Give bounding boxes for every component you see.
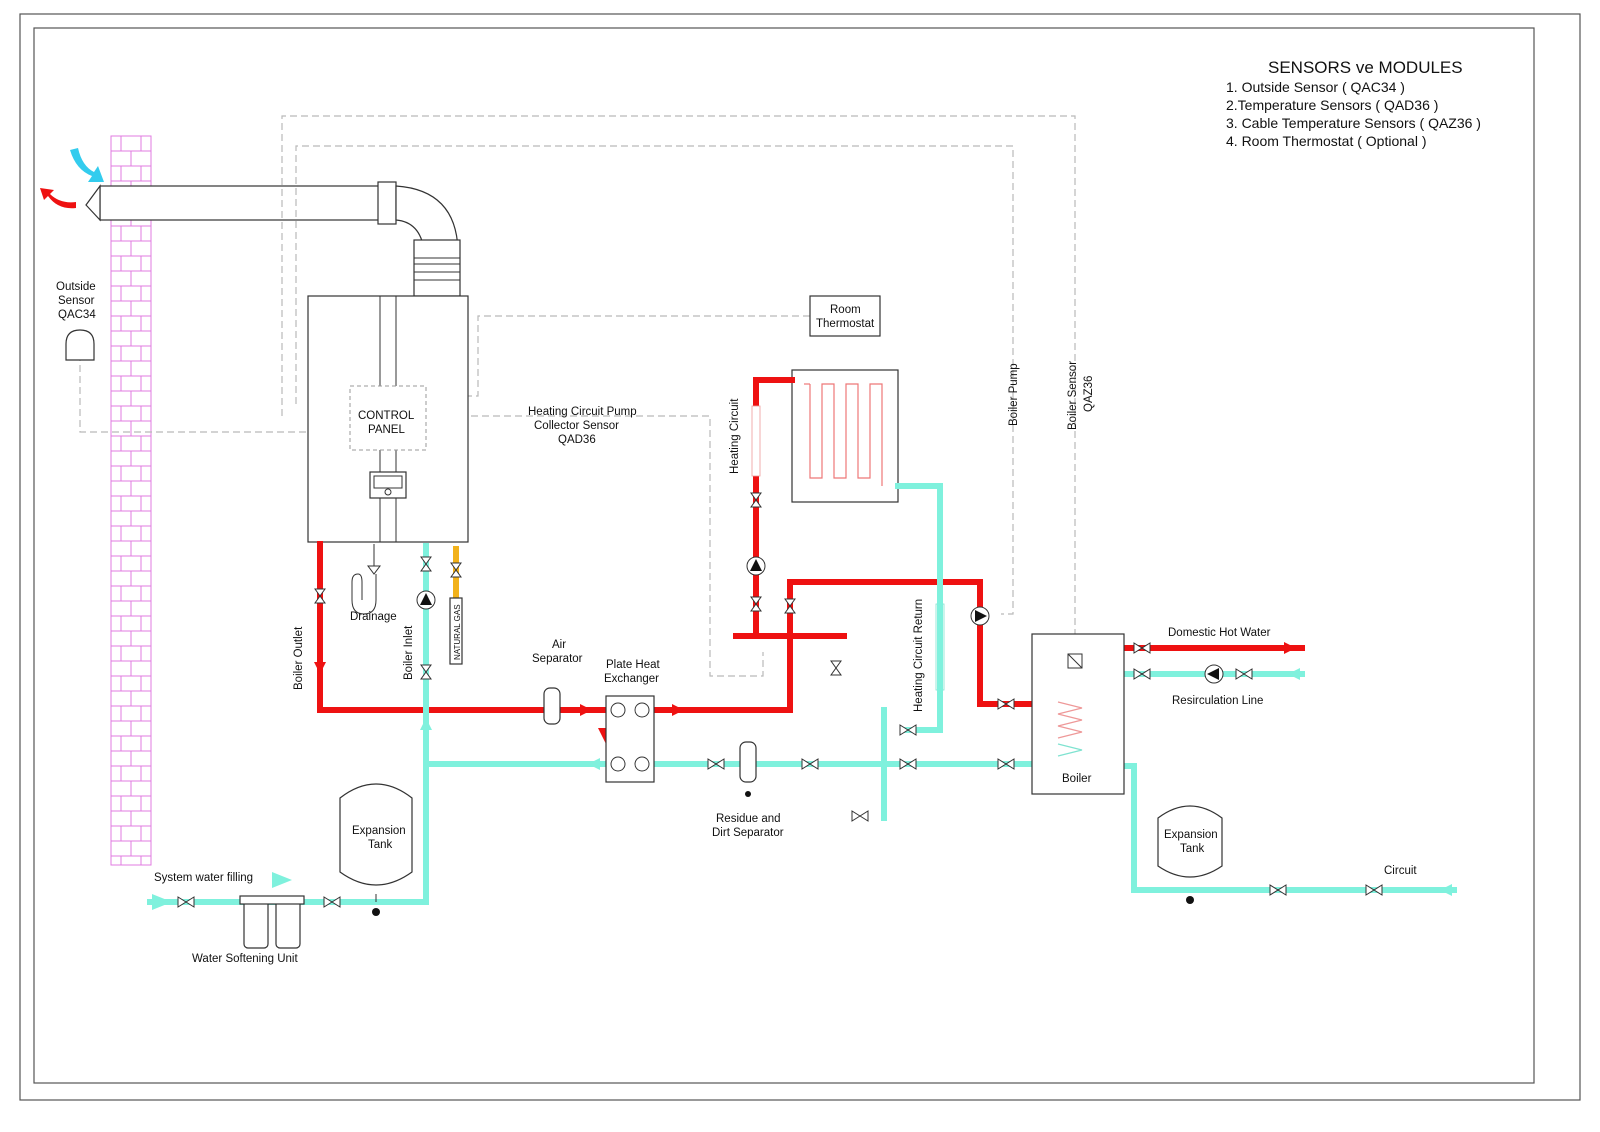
valve-icon — [314, 588, 326, 604]
valve-icon — [420, 556, 432, 572]
flow-arrow-icon — [580, 704, 592, 716]
legend-item: 4. Room Thermostat ( Optional ) — [1226, 133, 1426, 149]
valve-icon — [1133, 642, 1151, 654]
valve-icon — [450, 562, 462, 578]
room-thermostat-label: Room — [830, 304, 861, 316]
legend-item: 3. Cable Temperature Sensors ( QAZ36 ) — [1226, 115, 1481, 131]
expansion-tank-label: Tank — [368, 839, 393, 851]
valve-icon — [1235, 668, 1253, 680]
system-water-filling-label: System water filling — [154, 872, 253, 884]
valve-group — [177, 492, 1383, 908]
valve-icon — [750, 492, 762, 508]
valve-icon — [323, 896, 341, 908]
room-thermostat: Room Thermostat — [809, 295, 881, 337]
heating-circuit-label: Heating Circuit — [729, 398, 741, 474]
flow-arrow-icon — [588, 758, 600, 770]
outside-sensor-label: Outside — [56, 281, 96, 293]
collector-sensor-label: QAD36 — [558, 434, 596, 446]
drainage-trap — [351, 544, 381, 615]
expansion-tank-label: Expansion — [1164, 829, 1218, 841]
flow-arrow-icon — [1284, 642, 1296, 654]
air-separator — [543, 687, 561, 725]
outer-frame — [19, 13, 1581, 1101]
outside-sensor: Outside Sensor QAC34 — [56, 281, 96, 361]
natural-gas-tag — [449, 597, 463, 665]
flow-arrow-icon — [152, 894, 172, 910]
boiler-label: Boiler — [1062, 773, 1092, 785]
valve-icon — [707, 758, 725, 770]
circuit-label: Circuit — [1384, 865, 1417, 877]
domestic-hot-water-label: Domestic Hot Water — [1168, 627, 1271, 639]
boiler-outlet-label: Boiler Outlet — [293, 626, 305, 690]
resirculation-line-label: Resirculation Line — [1172, 695, 1263, 707]
valve-icon — [784, 598, 796, 614]
legend-item: 2.Temperature Sensors ( QAD36 ) — [1226, 97, 1438, 113]
heating-circuit-return-label: Heating Circuit Return — [913, 599, 925, 712]
valve-icon — [899, 724, 917, 736]
flow-arrow-icon — [1440, 884, 1452, 896]
inner-frame — [33, 27, 1535, 1084]
exhaust-arrow-icon — [40, 188, 76, 209]
valve-icon — [420, 664, 432, 680]
flow-arrow-icon — [672, 704, 684, 716]
collector-sensor-label: Heating Circuit Pump — [528, 406, 637, 418]
pump-icon — [416, 590, 436, 610]
boiler-pump-label: Boiler Pump — [1008, 363, 1020, 426]
water-softening-label: Water Softening Unit — [192, 953, 298, 965]
flow-arrow-icon — [1288, 668, 1300, 680]
expansion-tank-label: Tank — [1180, 843, 1205, 855]
water-softening-unit — [239, 895, 305, 949]
valve-icon — [830, 660, 842, 676]
pump-icon — [970, 606, 990, 626]
expansion-tank-right: Expansion Tank — [1157, 805, 1223, 904]
flow-arrow-icon — [314, 662, 326, 674]
valve-icon — [997, 758, 1015, 770]
air-separator-label: Separator — [532, 653, 583, 665]
plate-heat-exchanger — [605, 695, 655, 783]
boiler-inlet-label: Boiler Inlet — [403, 625, 415, 680]
outside-sensor-label: Sensor — [58, 295, 95, 307]
pump-icon — [1204, 664, 1224, 684]
control-panel — [349, 385, 427, 451]
room-thermostat-label: Thermostat — [816, 318, 875, 330]
boiler-sensor-label: Boiler Sensor — [1067, 361, 1079, 430]
flue-pipe — [85, 181, 461, 297]
air-intake-arrow-icon — [70, 148, 104, 182]
flow-arrow-icon — [420, 718, 432, 730]
flow-arrow-icon — [272, 872, 292, 888]
outside-sensor-label: QAC34 — [58, 309, 96, 321]
legend-item: 1. Outside Sensor ( QAC34 ) — [1226, 79, 1405, 95]
dirt-separator-label: Residue and — [716, 813, 781, 825]
pump-icon — [746, 556, 766, 576]
natural-gas-label: NATURAL GAS — [453, 604, 462, 660]
valve-icon — [801, 758, 819, 770]
plate-heat-exchanger-label: Exchanger — [604, 673, 659, 685]
boiler-tank: Boiler — [1031, 633, 1125, 795]
boiler-sensor-label: QAZ36 — [1083, 376, 1095, 412]
air-separator-label: Air — [552, 639, 566, 651]
plate-heat-exchanger-label: Plate Heat — [606, 659, 661, 671]
dirt-separator — [739, 741, 757, 783]
brick-wall — [110, 135, 152, 866]
valve-icon — [899, 758, 917, 770]
radiator — [791, 369, 899, 503]
sensor-legend: SENSORS ve MODULES 1. Outside Sensor ( Q… — [1226, 58, 1481, 149]
valve-icon — [1133, 668, 1151, 680]
expansion-tank-label: Expansion — [352, 825, 406, 837]
valve-icon — [851, 810, 869, 822]
control-panel-label: CONTROL — [358, 410, 415, 422]
expansion-tank-left: Expansion Tank — [339, 783, 413, 916]
dirt-separator-label: Dirt Separator — [712, 827, 784, 839]
valve-icon — [1365, 884, 1383, 896]
valve-icon — [997, 698, 1015, 710]
valve-icon — [750, 596, 762, 612]
legend-title: SENSORS ve MODULES — [1268, 58, 1463, 77]
collector-sensor-label: Collector Sensor — [534, 420, 619, 432]
drainage-label: Drainage — [350, 611, 397, 623]
valve-icon — [177, 896, 195, 908]
valve-icon — [1269, 884, 1287, 896]
control-panel-label: PANEL — [368, 424, 405, 436]
wall-boiler-unit: CONTROL PANEL — [307, 295, 469, 543]
